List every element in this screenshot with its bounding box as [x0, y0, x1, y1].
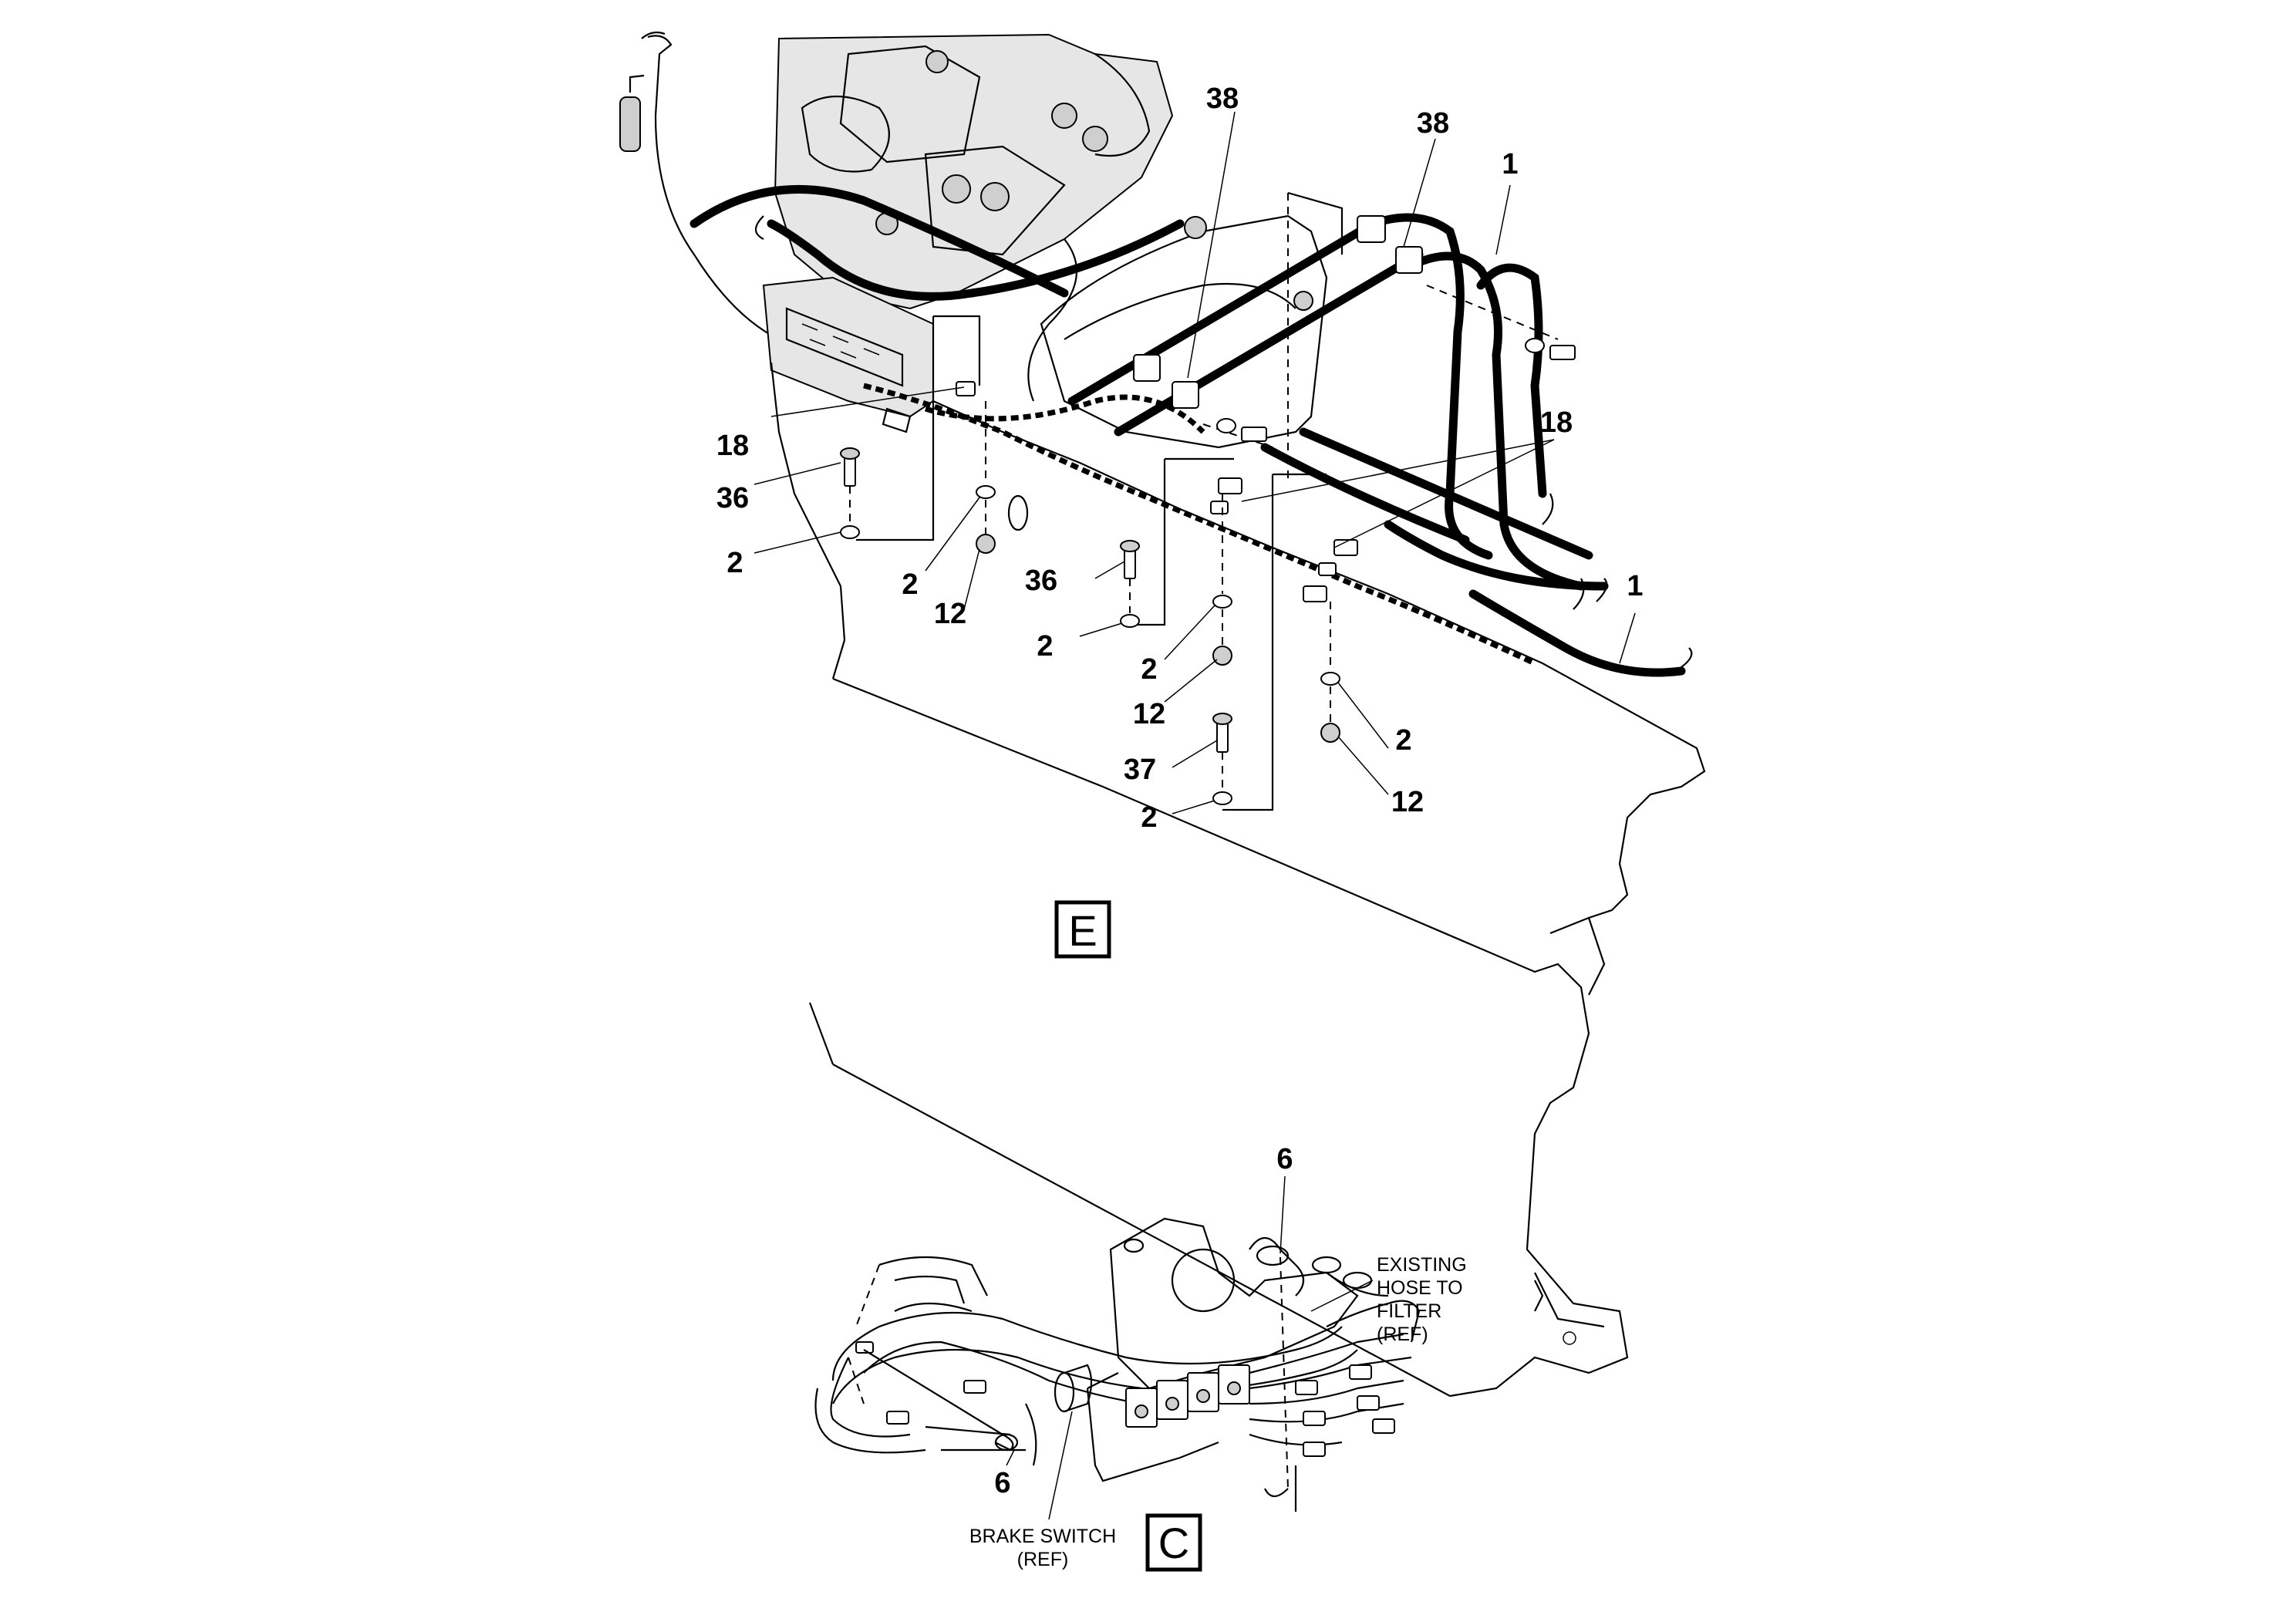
- view-c-label: C: [1145, 1513, 1202, 1572]
- view-e-label: E: [1054, 900, 1111, 959]
- callout-2-c: 2: [1037, 630, 1053, 663]
- view-e-illustration: 38 38 1 1 18 18 36 36 37 2 2 2 2 2 2 12 …: [619, 31, 1706, 1398]
- note-brake-switch-line-2: (REF): [1017, 1549, 1069, 1570]
- callout-2-e: 2: [1395, 724, 1411, 757]
- callout-12-c: 12: [1391, 786, 1424, 818]
- callout-38-left: 38: [1206, 83, 1239, 115]
- callout-36-left: 36: [716, 482, 749, 514]
- assembly-brackets: [856, 315, 1327, 811]
- mounting-bracket: [762, 276, 934, 433]
- callout-18-left: 18: [716, 430, 749, 462]
- callout-2-a: 2: [727, 547, 743, 579]
- note-existing-hose-line-2: HOSE TO: [1377, 1277, 1463, 1299]
- callout-18-right: 18: [1540, 406, 1573, 439]
- callout-37: 37: [1124, 754, 1156, 786]
- note-brake-switch-line-1: BRAKE SWITCH: [969, 1526, 1116, 1547]
- callout-6-bottom: 6: [994, 1467, 1010, 1499]
- callout-12-a: 12: [934, 598, 966, 630]
- leader-lines: [754, 111, 1636, 814]
- note-brake-switch: BRAKE SWITCH (REF): [969, 1526, 1116, 1570]
- wiring-harness: [619, 31, 1185, 340]
- hydraulic-hoses: [863, 213, 1693, 677]
- view-e-letter: E: [1068, 906, 1097, 955]
- view-e-callouts: 38 38 1 1 18 18 36 36 37 2 2 2 2 2 2 12 …: [716, 83, 1644, 834]
- view-c-illustration: 6 6 EXISTING HOSE TO FILTER (REF) BRAKE …: [814, 1143, 1467, 1572]
- hose-clamps: [956, 215, 1576, 602]
- callout-38-right: 38: [1417, 107, 1449, 140]
- note-existing-hose-line-1: EXISTING: [1377, 1254, 1467, 1276]
- callout-2-f: 2: [1141, 801, 1157, 834]
- note-existing-hose-line-4: (REF): [1377, 1324, 1428, 1345]
- fasteners: [840, 401, 1340, 805]
- callout-12-b: 12: [1133, 698, 1165, 730]
- valve-blocks: [1125, 1364, 1250, 1428]
- callout-1-bottom: 1: [1627, 570, 1643, 602]
- frame-rail: [770, 362, 1706, 1398]
- fan-housing: [1040, 191, 1344, 478]
- note-existing-hose: EXISTING HOSE TO FILTER (REF): [1377, 1254, 1467, 1345]
- callout-6-top: 6: [1276, 1143, 1293, 1175]
- callout-2-b: 2: [902, 568, 918, 601]
- callout-1-top: 1: [1502, 148, 1518, 180]
- note-existing-hose-line-3: FILTER: [1377, 1300, 1441, 1322]
- view-c-letter: C: [1158, 1519, 1189, 1567]
- callout-2-d: 2: [1141, 653, 1157, 686]
- callout-36-middle: 36: [1025, 565, 1057, 597]
